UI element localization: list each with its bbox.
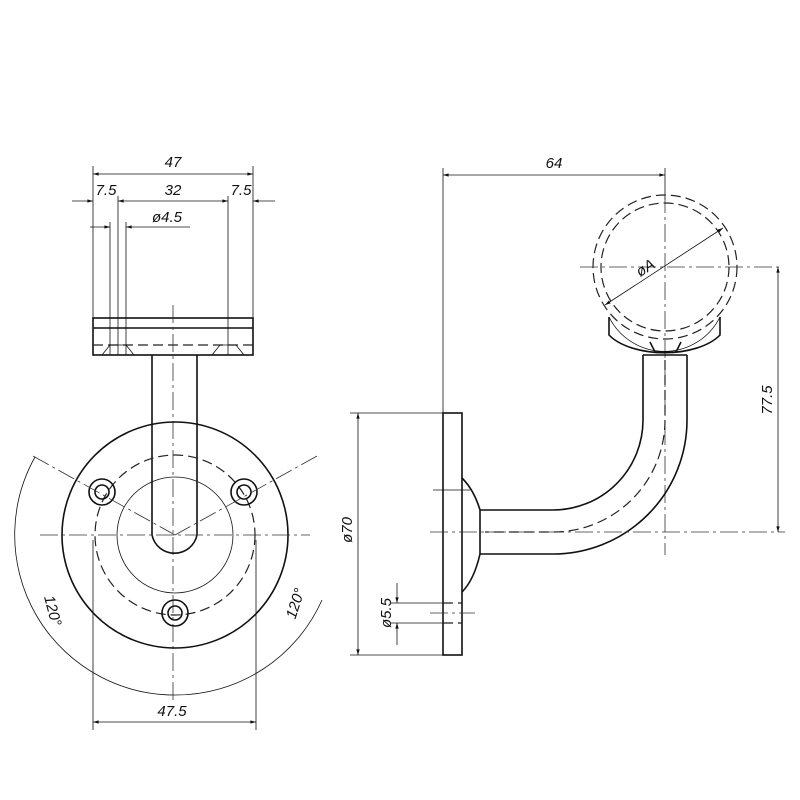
wall-plate (442, 412, 463, 656)
dim-64-label: 64 (546, 155, 563, 172)
dim-70-label: ø70 (339, 516, 356, 543)
angle-right-label: 120° (283, 586, 309, 621)
rail-diameter-dim (604, 227, 724, 306)
dim-47-5-label: 47.5 (157, 703, 187, 720)
dim-47-label: 47 (165, 154, 182, 171)
flange-bell (461, 477, 481, 593)
saddle (608, 317, 721, 354)
rail-diameter-label: øA (633, 256, 658, 281)
dim-77-5-label: 77.5 (759, 385, 776, 415)
stem (151, 355, 198, 555)
screw-hole-label: ø5.5 (378, 597, 395, 628)
side-view: 64 øA ø5.5 ø70 77.5 (339, 155, 785, 656)
dim-7-5-left-label: 7.5 (96, 182, 118, 199)
pipe (480, 355, 644, 511)
angle-left-label: 120° (40, 594, 64, 628)
dim-7-5-right-label: 7.5 (231, 182, 253, 199)
dim-hole-diameter-label: ø4.5 (152, 209, 183, 226)
angle-arc (14, 456, 323, 696)
front-view: 47 7.5 32 7.5 ø4.5 120° 120° (14, 154, 323, 730)
dim-32-label: 32 (165, 182, 182, 199)
mounting-holes (88, 478, 258, 627)
